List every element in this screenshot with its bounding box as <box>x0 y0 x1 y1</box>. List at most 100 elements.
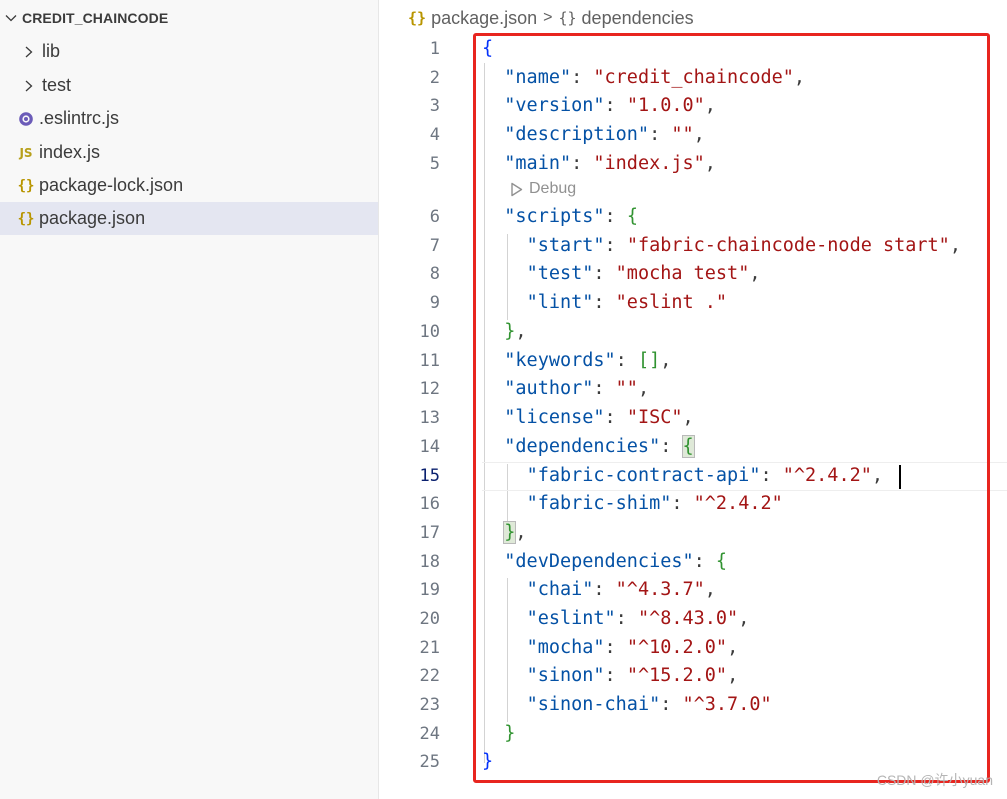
json-key: "license" <box>504 407 605 428</box>
comma: , <box>949 235 961 256</box>
colon: : <box>760 465 783 486</box>
code-line: "keywords": [], <box>482 347 671 376</box>
code-line: "scripts": { <box>482 203 638 232</box>
code-line: "fabric-contract-api": "^2.4.2", <box>482 462 883 491</box>
breadcrumb: {} package.json > {} dependencies <box>408 6 694 30</box>
json-key: "chai" <box>526 579 594 600</box>
tree-item-lib[interactable]: lib <box>0 35 378 68</box>
line-number: 23 <box>419 695 440 715</box>
comma: , <box>727 637 739 658</box>
colon: : <box>604 206 627 227</box>
debug-codelens[interactable]: Debug <box>510 178 576 200</box>
tree-item-label: package.json <box>39 208 146 228</box>
brace: { <box>482 38 494 59</box>
json-key: "scripts" <box>504 206 605 227</box>
colon: : <box>693 551 716 572</box>
comma: , <box>704 153 716 174</box>
code-line: }, <box>482 318 526 347</box>
object-symbol-icon: {} <box>558 9 577 27</box>
json-key: "keywords" <box>504 350 616 371</box>
comma: , <box>704 95 716 116</box>
json-string: "eslint ." <box>615 292 728 313</box>
colon: : <box>593 292 616 313</box>
line-number: 9 <box>429 293 440 313</box>
json-key: "main" <box>504 153 572 174</box>
json-key: "eslint" <box>526 608 616 629</box>
json-string: "mocha test" <box>615 263 750 284</box>
colon: : <box>615 608 638 629</box>
code-line: } <box>482 720 515 749</box>
line-number: 20 <box>419 609 440 629</box>
brace: } <box>504 723 516 744</box>
colon: : <box>604 637 627 658</box>
play-icon <box>510 182 523 197</box>
line-number: 18 <box>419 552 440 572</box>
comma: , <box>693 124 705 145</box>
comma: , <box>727 665 739 686</box>
tree-item-index-js[interactable]: JS index.js <box>0 136 378 169</box>
line-number: 4 <box>429 125 440 145</box>
colon: : <box>604 235 627 256</box>
tree-item-package-json[interactable]: {} package.json <box>0 202 378 235</box>
breadcrumb-symbol[interactable]: dependencies <box>581 7 694 28</box>
code-line: "test": "mocha test", <box>482 260 761 289</box>
code-line: "sinon": "^15.2.0", <box>482 662 739 691</box>
json-string: "fabric-chaincode-node start" <box>626 235 950 256</box>
colon: : <box>571 153 594 174</box>
code-line: "start": "fabric-chaincode-node start", <box>482 232 961 261</box>
brace: } <box>482 751 494 772</box>
line-number: 19 <box>419 580 440 600</box>
json-key: "name" <box>504 67 572 88</box>
code-line: "devDependencies": { <box>482 548 727 577</box>
comma: , <box>749 263 761 284</box>
line-number: 21 <box>419 638 440 658</box>
json-string: "" <box>615 378 638 399</box>
code-line: "name": "credit_chaincode", <box>482 64 805 93</box>
current-line-highlight <box>482 462 1007 491</box>
json-string: "" <box>671 124 694 145</box>
tree-item-eslintrc[interactable]: .eslintrc.js <box>0 102 378 135</box>
json-key: "description" <box>504 124 650 145</box>
comma: , <box>704 579 716 600</box>
colon: : <box>593 263 616 284</box>
explorer-folder-header[interactable]: CREDIT_CHAINCODE <box>0 4 378 32</box>
code-line: } <box>482 748 493 777</box>
comma: , <box>637 378 650 399</box>
indent-guide <box>507 464 508 521</box>
breadcrumb-file[interactable]: package.json <box>431 7 538 28</box>
json-string: "^15.2.0" <box>626 665 728 686</box>
tree-item-test[interactable]: test <box>0 69 378 102</box>
colon: : <box>604 665 627 686</box>
comma: , <box>682 407 694 428</box>
json-file-icon: {} <box>17 177 35 194</box>
line-number: 6 <box>429 207 440 227</box>
line-number: 10 <box>419 322 440 342</box>
code-line: "fabric-shim": "^2.4.2" <box>482 490 783 519</box>
code-line: "version": "1.0.0", <box>482 92 716 121</box>
json-key: "author" <box>504 378 594 399</box>
code-editor[interactable]: {} package.json > {} dependencies 1 2 3 … <box>380 0 1007 799</box>
line-number: 14 <box>419 437 440 457</box>
json-string: "1.0.0" <box>626 95 705 116</box>
chevron-right-icon <box>16 69 42 102</box>
indent-guide <box>507 578 508 722</box>
explorer-sidebar: CREDIT_CHAINCODE lib test .eslintrc.js J… <box>0 0 379 799</box>
code-line: "dependencies": { <box>482 433 695 462</box>
chevron-down-icon <box>0 4 22 32</box>
line-number: 11 <box>419 351 440 371</box>
indent-guide <box>484 63 485 763</box>
json-string: "credit_chaincode" <box>593 67 794 88</box>
comma: , <box>793 67 806 88</box>
json-file-icon: {} <box>408 9 427 27</box>
tree-item-label: .eslintrc.js <box>39 108 120 128</box>
colon: : <box>593 378 616 399</box>
tree-item-package-lock-json[interactable]: {} package-lock.json <box>0 169 378 202</box>
tree-item-label: test <box>42 75 72 95</box>
json-key: "test" <box>526 263 594 284</box>
code-line: "author": "", <box>482 375 649 404</box>
line-number-active: 15 <box>419 466 440 486</box>
brace: { <box>715 551 728 572</box>
watermark: CSDN @许小yuan <box>876 772 993 788</box>
code-line: "chai": "^4.3.7", <box>482 576 716 605</box>
json-string: "^3.7.0" <box>682 694 772 715</box>
